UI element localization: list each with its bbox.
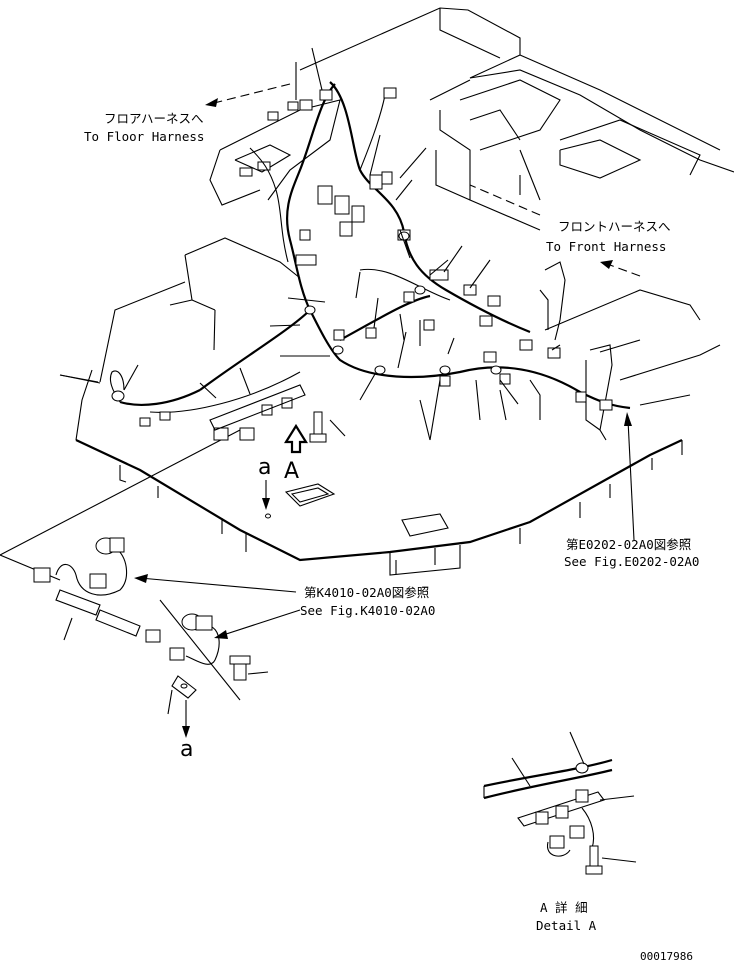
point-a-marker-top: a	[258, 455, 271, 480]
sensor-sub-assembly	[33, 537, 301, 738]
detail-a-label-en: Detail A	[536, 918, 597, 933]
detail-a-view	[483, 731, 637, 875]
point-a-marker-bottom: a	[180, 737, 193, 762]
harness-direction-arrows	[205, 83, 641, 541]
drawing-number: 00017986	[640, 950, 693, 963]
wire-harness-main	[109, 81, 631, 454]
fig-e0202-label-jp: 第E0202-02A0図参照	[566, 537, 691, 552]
detail-a-label-jp: A 詳 細	[540, 900, 588, 915]
view-a-marker: A	[284, 459, 299, 484]
front-harness-label-en: To Front Harness	[546, 239, 666, 254]
fig-k4010-label-en: See Fig.K4010-02A0	[300, 603, 435, 618]
floor-harness-label-en: To Floor Harness	[84, 129, 204, 144]
leader-lines	[59, 47, 641, 441]
cab-floor-structure	[0, 7, 734, 701]
front-harness-label-jp: フロントハーネスへ	[558, 219, 671, 234]
fig-e0202-label-en: See Fig.E0202-02A0	[564, 554, 699, 569]
floor-harness-label-jp: フロアハーネスへ	[104, 111, 204, 126]
fig-k4010-label-jp: 第K4010-02A0図参照	[304, 585, 429, 600]
